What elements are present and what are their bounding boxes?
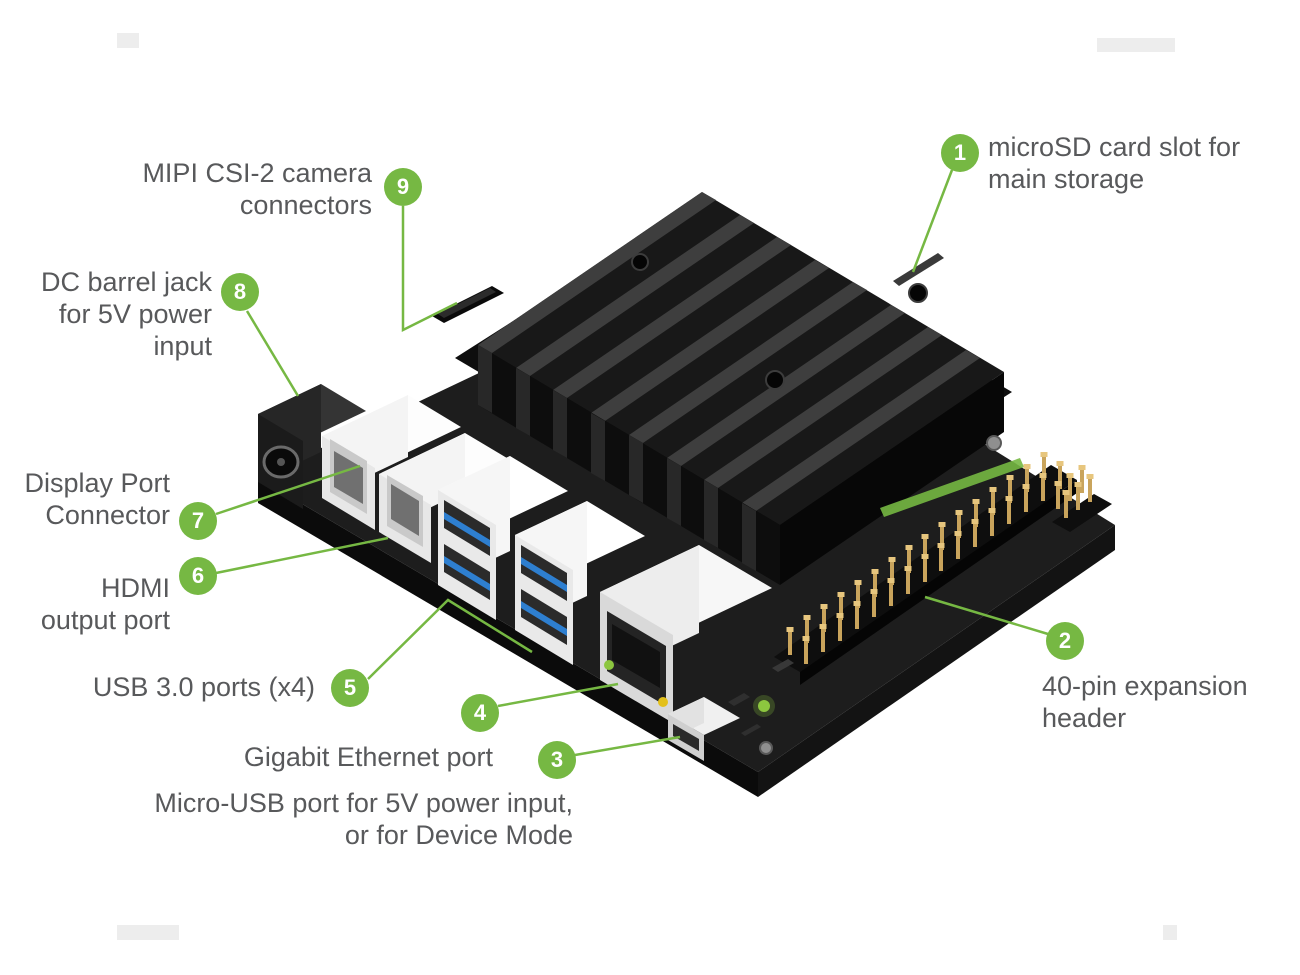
pcb-screw: [759, 741, 773, 755]
callout-line-3: [574, 735, 681, 757]
corner-artifact: [117, 33, 139, 48]
corner-artifact: [1097, 38, 1175, 52]
callout-line-1: [911, 169, 954, 273]
callout-badge-4: 4: [461, 694, 499, 732]
gigabit-ethernet-port: [600, 545, 772, 723]
heatsink-screw: [765, 370, 785, 390]
callout-label-usb3: USB 3.0 ports (x4): [92, 672, 315, 702]
callout-badge-8: 8: [221, 273, 259, 311]
corner-artifact: [1163, 925, 1177, 940]
callout-label-csi-camera: MIPI CSI-2 camera connectors: [142, 158, 372, 220]
smd-components: [728, 659, 794, 736]
ethernet-led-yellow: [658, 697, 668, 707]
usb3-ports-stack-2: [515, 501, 645, 665]
callout-badge-2: 2: [1046, 622, 1084, 660]
callout-lines: [215, 169, 1049, 757]
heatsink-screw: [631, 253, 649, 271]
callout-badge-5: 5: [331, 669, 369, 707]
dc-barrel-jack: [258, 384, 366, 509]
callout-line-7: [215, 464, 361, 516]
callout-badge-1: 1: [941, 134, 979, 172]
corner-artifact: [117, 925, 179, 940]
callout-label-microsd: microSD card slot for main storage: [988, 132, 1241, 194]
callout-badge-3: 3: [538, 741, 576, 779]
callout-label-hdmi: HDMI output port: [40, 573, 170, 635]
heatsink: [478, 192, 1004, 585]
microsd-slot: [893, 253, 944, 286]
callout-label-ethernet: Gigabit Ethernet port: [243, 742, 493, 772]
heatsink-screw: [908, 283, 928, 303]
hdmi-connector: [379, 433, 517, 563]
callout-line-8: [245, 310, 300, 397]
callout-label-40pin-header: 40-pin expansion header: [1042, 671, 1248, 733]
callout-line-6: [215, 536, 389, 575]
module-pcb-edge: [880, 458, 1024, 517]
power-led: [753, 695, 775, 717]
ethernet-led-green: [604, 660, 614, 670]
callout-badge-9: 9: [384, 168, 422, 206]
callout-line-4: [497, 682, 619, 708]
callout-line-2: [924, 595, 1049, 636]
callout-label-dc-jack: DC barrel jack for 5V power input: [40, 267, 212, 361]
displayport-connector: [322, 395, 461, 530]
expansion-header-40pin: [774, 452, 1077, 685]
callout-line-5: [367, 598, 533, 680]
callout-badge-6: 6: [179, 557, 217, 595]
camera-connector: [432, 286, 504, 323]
callout-line-9: [401, 206, 458, 333]
button-header: [1052, 465, 1112, 532]
callout-label-displayport: Display Port Connector: [24, 468, 170, 530]
usb3-ports-stack-1: [438, 456, 568, 620]
pcb-screw: [986, 435, 1002, 451]
callout-label-micro-usb: Micro-USB port for 5V power input, or fo…: [154, 788, 573, 850]
micro-usb-port: [668, 697, 740, 761]
callout-badge-7: 7: [179, 502, 217, 540]
